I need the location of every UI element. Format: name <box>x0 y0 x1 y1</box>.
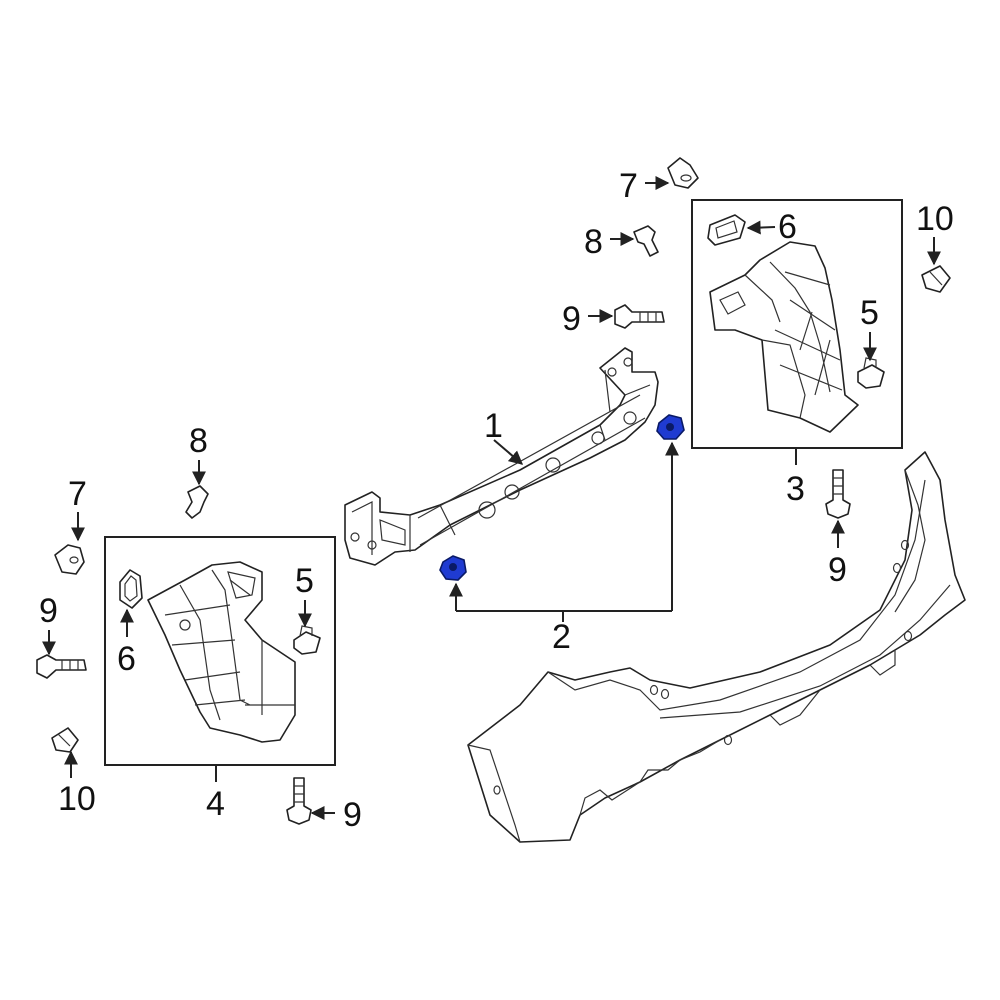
retainer-ring-right <box>707 214 746 246</box>
callout-6-right: 6 <box>778 208 797 246</box>
callout-10-right: 10 <box>916 200 954 238</box>
clip-nut-left <box>293 625 321 655</box>
bolt-right <box>825 469 851 519</box>
callout-9-right: 9 <box>828 551 847 589</box>
leader-6-right <box>746 220 776 235</box>
bolt-top <box>614 304 665 329</box>
callout-5-right: 5 <box>860 294 879 332</box>
clip-right <box>921 265 951 293</box>
callout-9-top: 9 <box>562 300 581 338</box>
callout-1: 1 <box>484 407 503 445</box>
box-part-4 <box>104 536 336 766</box>
callout-9-bottom: 9 <box>343 796 362 834</box>
callout-2: 2 <box>552 618 571 656</box>
callout-5-left: 5 <box>295 562 314 600</box>
callout-10-left: 10 <box>58 780 96 818</box>
callout-9-left: 9 <box>39 592 58 630</box>
clip-left <box>51 727 79 753</box>
callout-3: 3 <box>786 470 805 508</box>
push-nut-top <box>667 157 699 189</box>
absorber-right <box>709 241 859 433</box>
callout-6-left: 6 <box>117 640 136 678</box>
bumper-cover <box>467 451 966 843</box>
retainer-ring-left <box>119 569 143 609</box>
reinforcement-bar <box>344 347 659 566</box>
push-nut-left <box>54 544 85 575</box>
callout-7-top: 7 <box>619 167 638 205</box>
bolt-bottom <box>286 777 312 825</box>
callout-8-top: 8 <box>584 223 603 261</box>
nut-left-highlighted <box>439 555 467 581</box>
bolt-left <box>36 654 87 679</box>
callout-8-left: 8 <box>189 422 208 460</box>
callout-7-left: 7 <box>68 475 87 513</box>
leader-1 <box>493 439 524 465</box>
push-pin-top <box>633 225 659 257</box>
clip-nut-right <box>857 357 885 389</box>
push-pin-left <box>185 485 209 519</box>
absorber-left <box>147 561 296 743</box>
nut-right-highlighted <box>656 414 685 440</box>
callout-4: 4 <box>206 785 225 823</box>
